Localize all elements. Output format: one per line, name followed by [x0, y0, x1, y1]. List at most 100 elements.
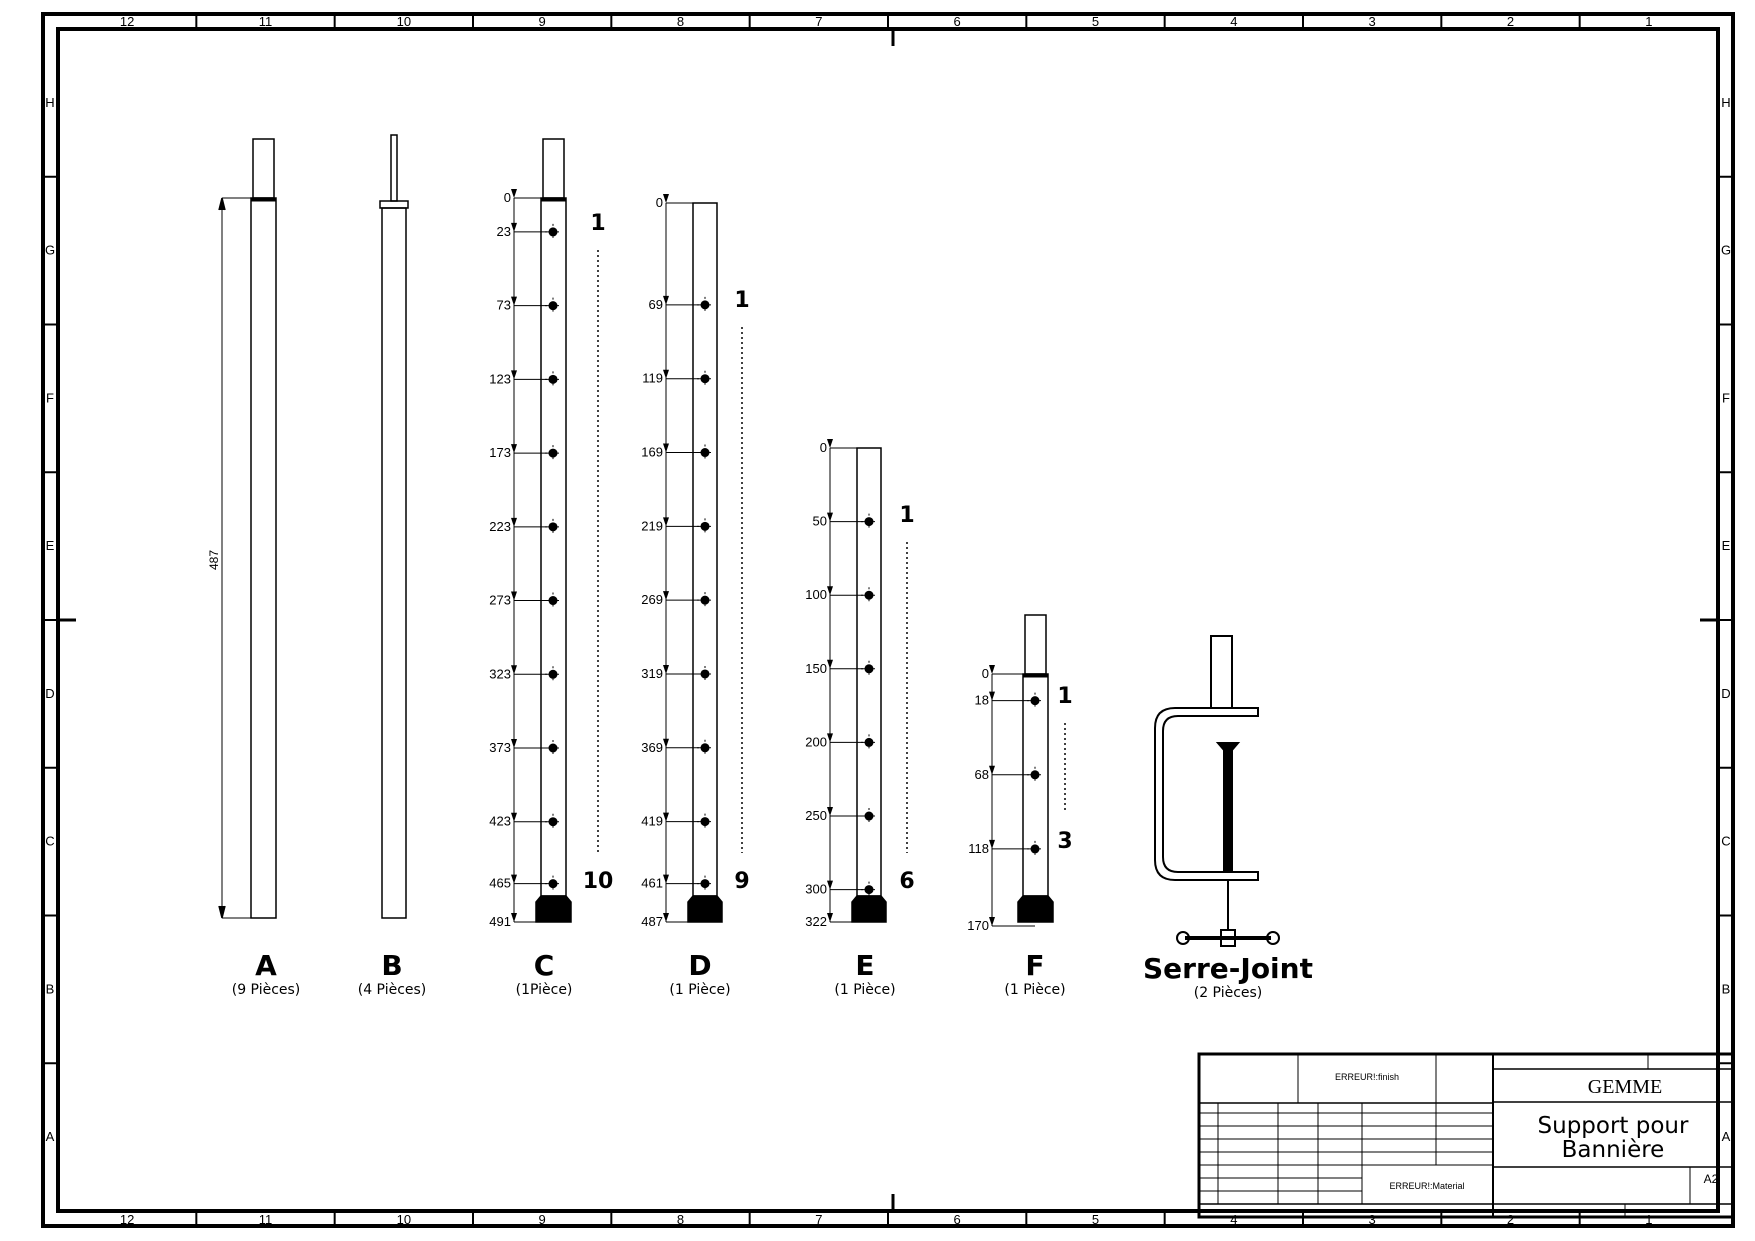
dimension-value: 68 — [975, 767, 989, 782]
dimension-arrow — [827, 913, 833, 922]
frame-row-label-left: C — [45, 834, 54, 849]
dimension-arrow — [511, 812, 517, 822]
frame-col-label-top: 7 — [815, 14, 822, 29]
part-e-qty: (1 Pièce) — [834, 982, 895, 998]
title-block — [1197, 1052, 1735, 1219]
dimension-value: 0 — [656, 195, 663, 210]
frame-col-label-bottom: 12 — [120, 1212, 134, 1227]
drawing-title-line2: Bannière — [1562, 1137, 1665, 1163]
frame-row-label-right: G — [1721, 243, 1731, 258]
dimension-value: 0 — [982, 666, 989, 681]
frame-col-label-top: 1 — [1645, 14, 1652, 29]
part-e-letter: E — [855, 949, 874, 982]
frame-row-label-left: A — [46, 1129, 55, 1144]
dimension-value: 300 — [805, 882, 827, 897]
part-b-drawing — [379, 134, 409, 919]
dimension-value: 491 — [489, 914, 511, 929]
dimension-value: 0 — [504, 190, 511, 205]
title-block-text: GEMME Support pour Bannière A2 ERREUR!:f… — [1335, 1072, 1719, 1191]
numbering-range-end: 6 — [899, 869, 914, 894]
dimension-arrow — [511, 913, 517, 922]
dimension-arrow — [511, 444, 517, 454]
frame-col-label-bottom: 3 — [1369, 1212, 1376, 1227]
dimension-arrow — [989, 665, 995, 674]
dimension-arrow — [511, 296, 517, 306]
part-a-letter: A — [255, 949, 277, 982]
dimension-arrow — [663, 369, 669, 379]
part-a-length-label: 487 — [207, 550, 221, 570]
numbering-range-start: 1 — [899, 503, 914, 528]
part-d-qty: (1 Pièce) — [669, 982, 730, 998]
dimension-arrow — [511, 370, 517, 380]
dimension-value: 173 — [489, 445, 511, 460]
frame-col-label-bottom: 7 — [815, 1212, 822, 1227]
part-b-letter: B — [381, 949, 402, 982]
dimension-arrow — [511, 222, 517, 232]
frame-row-label-left: H — [45, 95, 54, 110]
frame-col-label-bottom: 1 — [1645, 1212, 1652, 1227]
numbering-range-end: 10 — [583, 869, 614, 894]
dimension-value: 200 — [805, 734, 827, 749]
dimension-value: 118 — [968, 841, 989, 856]
company-name: GEMME — [1588, 1076, 1662, 1098]
dimension-arrow — [989, 839, 995, 849]
dimension-arrow — [511, 189, 517, 198]
dimension-value: 250 — [805, 808, 827, 823]
frame-col-label-top: 12 — [120, 14, 134, 29]
numbering-range-end: 9 — [734, 869, 749, 894]
dimension-arrow — [827, 439, 833, 448]
part-f-drawing — [1017, 614, 1054, 923]
dimension-arrow — [827, 807, 833, 817]
frame-col-label-top: 10 — [397, 14, 411, 29]
dimension-arrow — [511, 591, 517, 601]
frame-zone-ticks — [43, 14, 1733, 1226]
frame-row-label-right: A — [1722, 1129, 1731, 1144]
dimension-value: 373 — [489, 740, 511, 755]
clamp-qty: (2 Pièces) — [1194, 985, 1263, 1001]
dimension-value: 169 — [641, 445, 663, 460]
dimension-value: 423 — [489, 814, 511, 829]
dimension-arrow — [827, 586, 833, 596]
frame-col-label-bottom: 11 — [259, 1212, 273, 1227]
serre-joint-drawing — [1154, 635, 1280, 947]
dimension-arrow — [989, 917, 995, 926]
drawing-title-line1: Support pour — [1538, 1113, 1689, 1139]
dimension-value: 465 — [489, 876, 511, 891]
dimension-arrow — [511, 874, 517, 884]
dimension-arrow — [663, 738, 669, 748]
frame-col-label-bottom: 10 — [397, 1212, 411, 1227]
frame-col-label-top: 8 — [677, 14, 684, 29]
frame-row-label-left: B — [46, 981, 55, 996]
part-d-letter: D — [688, 949, 711, 982]
frame-row-label-right: C — [1721, 834, 1730, 849]
dimension-value: 170 — [967, 918, 989, 933]
dimension-arrow — [827, 733, 833, 743]
dimension-arrow — [663, 194, 669, 203]
part-c-letter: C — [534, 949, 555, 982]
frame-col-label-top: 2 — [1507, 14, 1514, 29]
dimension-value: 69 — [649, 297, 663, 312]
dimension-arrow — [827, 880, 833, 890]
dimension-value: 223 — [489, 519, 511, 534]
frame-col-label-bottom: 5 — [1092, 1212, 1099, 1227]
dimension-arrow — [663, 913, 669, 922]
frame-row-label-left: F — [46, 390, 54, 405]
frame-row-label-left: G — [45, 243, 55, 258]
dimension-arrow — [511, 517, 517, 527]
dimension-value: 18 — [975, 693, 989, 708]
frame-row-label-left: E — [46, 538, 55, 553]
frame-row-label-right: H — [1721, 95, 1730, 110]
numbering-range-start: 1 — [734, 288, 749, 313]
dimension-value: 369 — [641, 740, 663, 755]
inner-border — [56, 27, 1720, 1213]
dimension-arrow — [511, 739, 517, 749]
dimension-arrow — [989, 765, 995, 775]
dimension-value: 269 — [641, 592, 663, 607]
outer-border — [41, 12, 1735, 1228]
